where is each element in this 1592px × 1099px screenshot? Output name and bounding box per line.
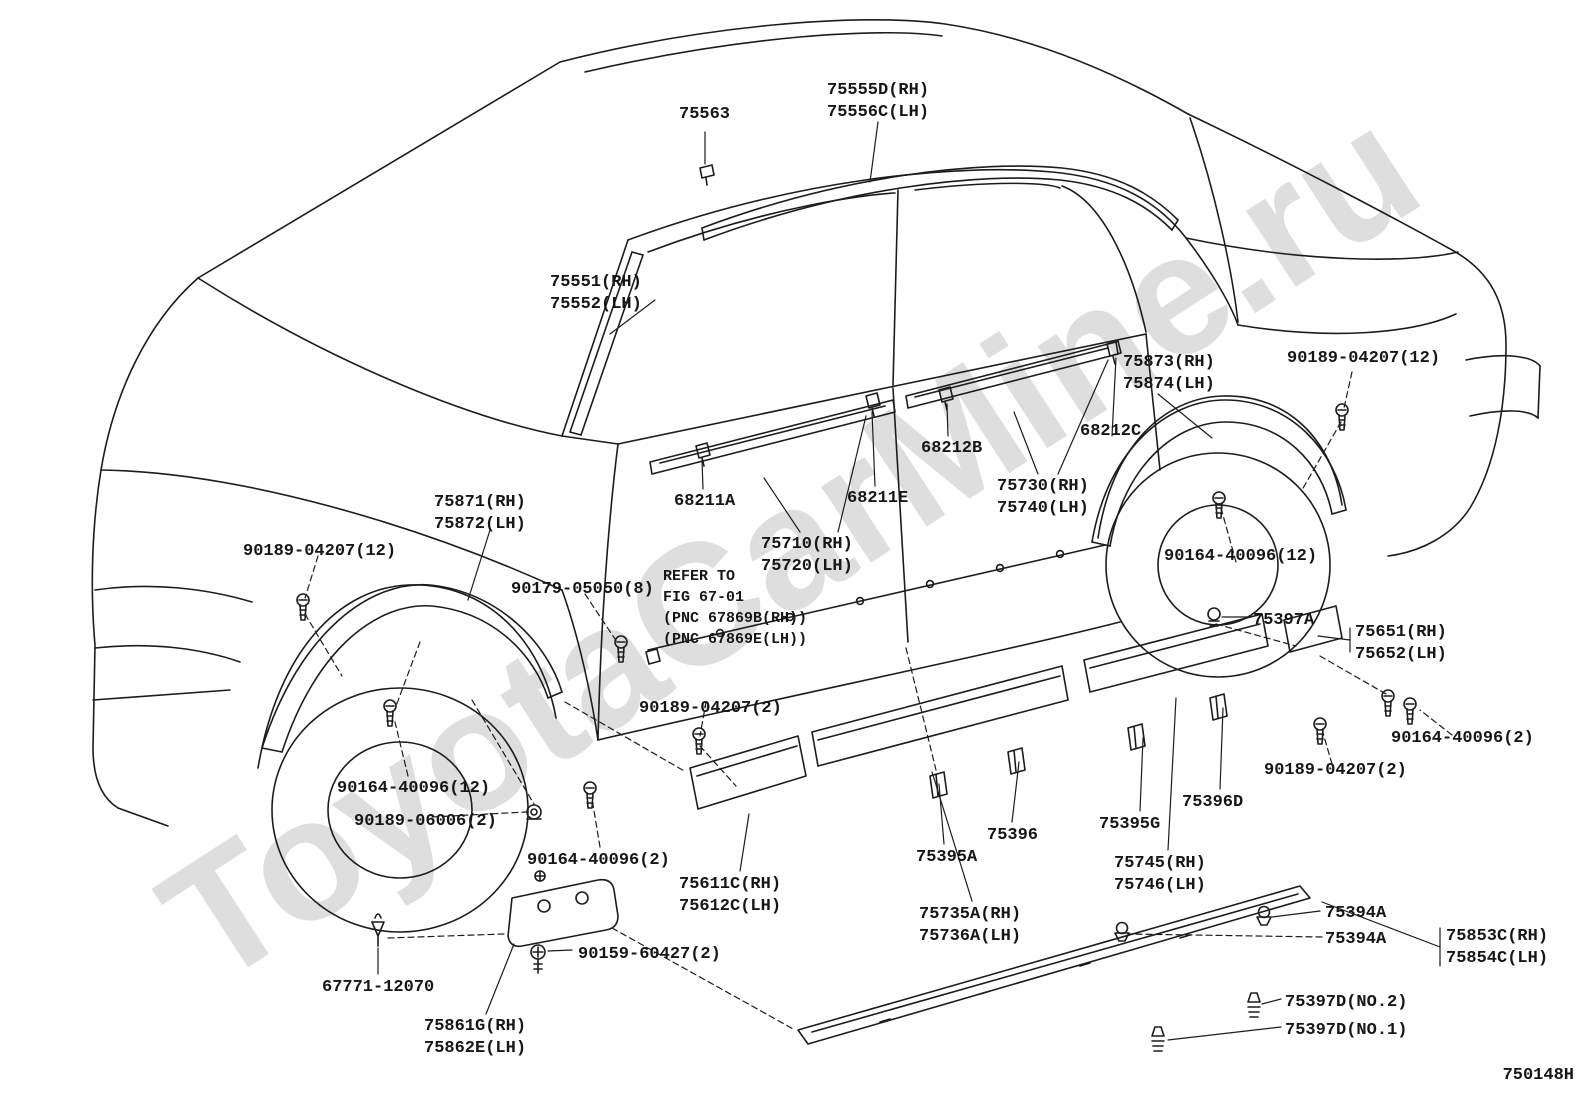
leader-lines-solid	[377, 121, 1441, 1041]
rocker-studs	[1151, 992, 1261, 1052]
bracket-screw	[530, 944, 546, 974]
part-label-90164-rear: 90164-40096(12)	[1164, 547, 1318, 566]
front-door-moulding	[689, 735, 807, 810]
part-label-68211a: 68211A	[674, 492, 736, 511]
part-label-90189-front: 90189-04207(12)	[243, 542, 397, 561]
part-label-75710: 75710(RH) 75720(LH)	[761, 535, 853, 576]
part-label-75873: 75873(RH) 75874(LH)	[1123, 353, 1215, 394]
part-label-90164-front: 90164-40096(12)	[337, 779, 491, 798]
part-label-75730: 75730(RH) 75740(LH)	[997, 477, 1089, 518]
screw	[1381, 689, 1395, 717]
mudguard-bracket	[507, 870, 619, 948]
leader-lines-dashed	[304, 371, 1453, 1031]
side-moulding-clips	[929, 693, 1228, 799]
part-label-90189-2-right: 90189-04207(2)	[1264, 761, 1407, 780]
quarter-moulding	[1083, 613, 1269, 693]
screw	[1313, 717, 1327, 745]
rear-door-belt-moulding	[905, 341, 1119, 409]
part-label-75861g: 75861G(RH) 75862E(LH)	[424, 1017, 527, 1058]
windshield-pillar-moulding	[569, 251, 644, 436]
screw	[692, 727, 706, 755]
part-label-75394a-1: 75394A	[1325, 904, 1387, 923]
part-label-67771: 67771-12070	[322, 978, 435, 997]
part-label-90189-06006: 90189-06006(2)	[354, 812, 497, 831]
roof-moulding-clip	[699, 164, 715, 186]
quarter-rear-moulding	[1283, 605, 1343, 653]
part-label-75651: 75651(RH) 75652(LH)	[1355, 623, 1447, 664]
screw	[1212, 491, 1226, 519]
part-label-75395g: 75395G	[1099, 815, 1161, 834]
front-wheel-arch-moulding	[261, 583, 563, 753]
part-label-75735a: 75735A(RH) 75736A(LH)	[919, 905, 1022, 946]
part-label-90189-2-left: 90189-04207(2)	[639, 699, 782, 718]
roof-drip-side-finisher	[701, 165, 1179, 241]
mudguard-clip	[371, 913, 385, 947]
part-label-75551: 75551(RH) 75552(LH)	[550, 273, 642, 314]
part-label-90159: 90159-60427(2)	[578, 945, 721, 964]
part-label-68212b: 68212B	[921, 439, 983, 458]
front-wheel	[257, 584, 557, 933]
reference-note: REFER TO FIG 67-01 (PNC 67869B(RH)) (PNC…	[663, 568, 808, 648]
part-label-75555d: 75555D(RH) 75556C(LH)	[827, 81, 930, 122]
part-label-68212c: 68212C	[1080, 422, 1142, 441]
part-label-75397d-no1: 75397D(NO.1)	[1285, 1021, 1408, 1040]
drawing-number: 750148H	[1502, 1066, 1574, 1085]
car-body-outline	[91, 19, 1541, 827]
part-label-75745: 75745(RH) 75746(LH)	[1114, 854, 1206, 895]
part-label-75396: 75396	[987, 826, 1039, 845]
part-label-75611c: 75611C(RH) 75612C(LH)	[679, 875, 782, 916]
part-label-75396d: 75396D	[1182, 793, 1244, 812]
rocker-grommets	[1114, 905, 1272, 942]
rear-door-moulding	[811, 665, 1069, 767]
screw-glyphs	[296, 403, 1417, 809]
part-label-75853c: 75853C(RH) 75854C(LH)	[1446, 927, 1549, 968]
part-label-75563: 75563	[679, 105, 731, 124]
screw	[614, 635, 628, 663]
part-label-75395a: 75395A	[916, 848, 978, 867]
screw	[296, 593, 310, 621]
part-label-75397d-no2: 75397D(NO.2)	[1285, 993, 1408, 1012]
rocker-panel-moulding	[797, 885, 1311, 1045]
part-label-68211e: 68211E	[847, 489, 909, 508]
rear-wheel-arch-moulding	[1091, 399, 1347, 547]
part-label-75394a-2: 75394A	[1325, 930, 1387, 949]
part-label-75871: 75871(RH) 75872(LH)	[434, 493, 526, 534]
screw	[383, 699, 397, 727]
part-label-90189-rear: 90189-04207(12)	[1287, 349, 1441, 368]
grommet-front-lower	[526, 804, 542, 820]
part-label-75397a: 75397A	[1253, 611, 1315, 630]
part-label-90164-2-left: 90164-40096(2)	[527, 851, 670, 870]
rear-wheel	[1097, 395, 1343, 678]
screw	[1403, 697, 1417, 725]
screw	[583, 781, 597, 809]
part-label-90164-2-right: 90164-40096(2)	[1391, 729, 1534, 748]
screw	[1335, 403, 1349, 431]
part-label-90179: 90179-05050(8)	[511, 580, 654, 599]
belt-moulding-clips	[645, 340, 1122, 665]
grommet-quarter	[1207, 607, 1221, 627]
